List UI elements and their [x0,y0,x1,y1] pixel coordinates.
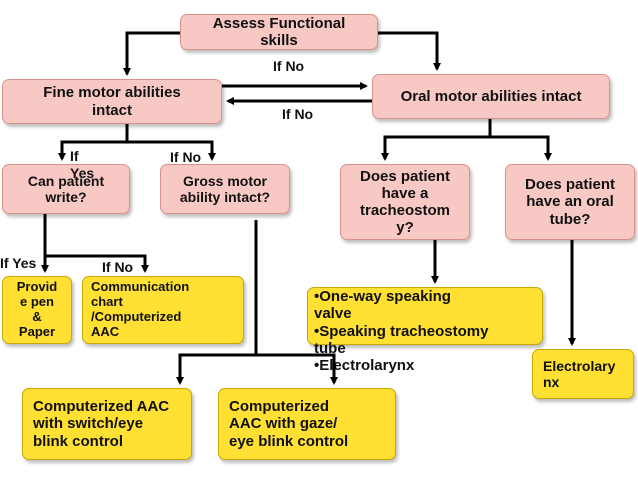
can-write-box: Can patient write? [2,164,130,214]
fine-motor-box: Fine motor abilities intact [2,79,222,124]
oral-tube-box: Does patient have an oral tube? [505,164,635,240]
label-fine-if-yes: If Yes [70,148,95,181]
arrow-assess-to-oral-motor [378,31,441,71]
electrolarynx-box: Electrolary nx [532,349,634,399]
label-write-if-yes: If Yes [0,255,37,271]
gross-motor-box: Gross motor ability intact? [160,164,290,214]
label-fine-if-no: If No [170,149,202,165]
aac-switch-box: Computerized AAC with switch/eye blink c… [22,388,192,460]
label-write-if-no: If No [102,259,134,275]
arrow-oral-to-trach [381,119,492,161]
label-oral-to-fine-if-no: If No [282,106,314,122]
label-assess-if-no: If No [273,58,305,74]
arrow-assess-to-fine-motor [123,31,180,76]
oral-motor-box: Oral motor abilities intact [372,74,610,119]
aac-gaze-box: Computerized AAC with gaze/ eye blink co… [218,388,396,460]
arrow-fine-to-write [58,124,129,161]
tracheostomy-box: Does patient have a tracheostom y? [340,164,470,240]
speaking-options-box: •One-way speaking valve •Speaking trache… [307,287,543,374]
arrow-fine-to-gross [127,140,216,161]
arrow-gross-to-gaze [256,353,338,385]
arrow-write-to-chart [45,254,149,273]
arrow-oral-to-tube [490,135,552,161]
communication-chart-box: Communication chart /Computerized AAC [82,276,244,344]
assess-functional-skills-box: Assess Functional skills [180,14,378,50]
arrow-gross-to-switch [176,353,256,385]
pen-paper-box: Provid e pen & Paper [2,276,72,344]
